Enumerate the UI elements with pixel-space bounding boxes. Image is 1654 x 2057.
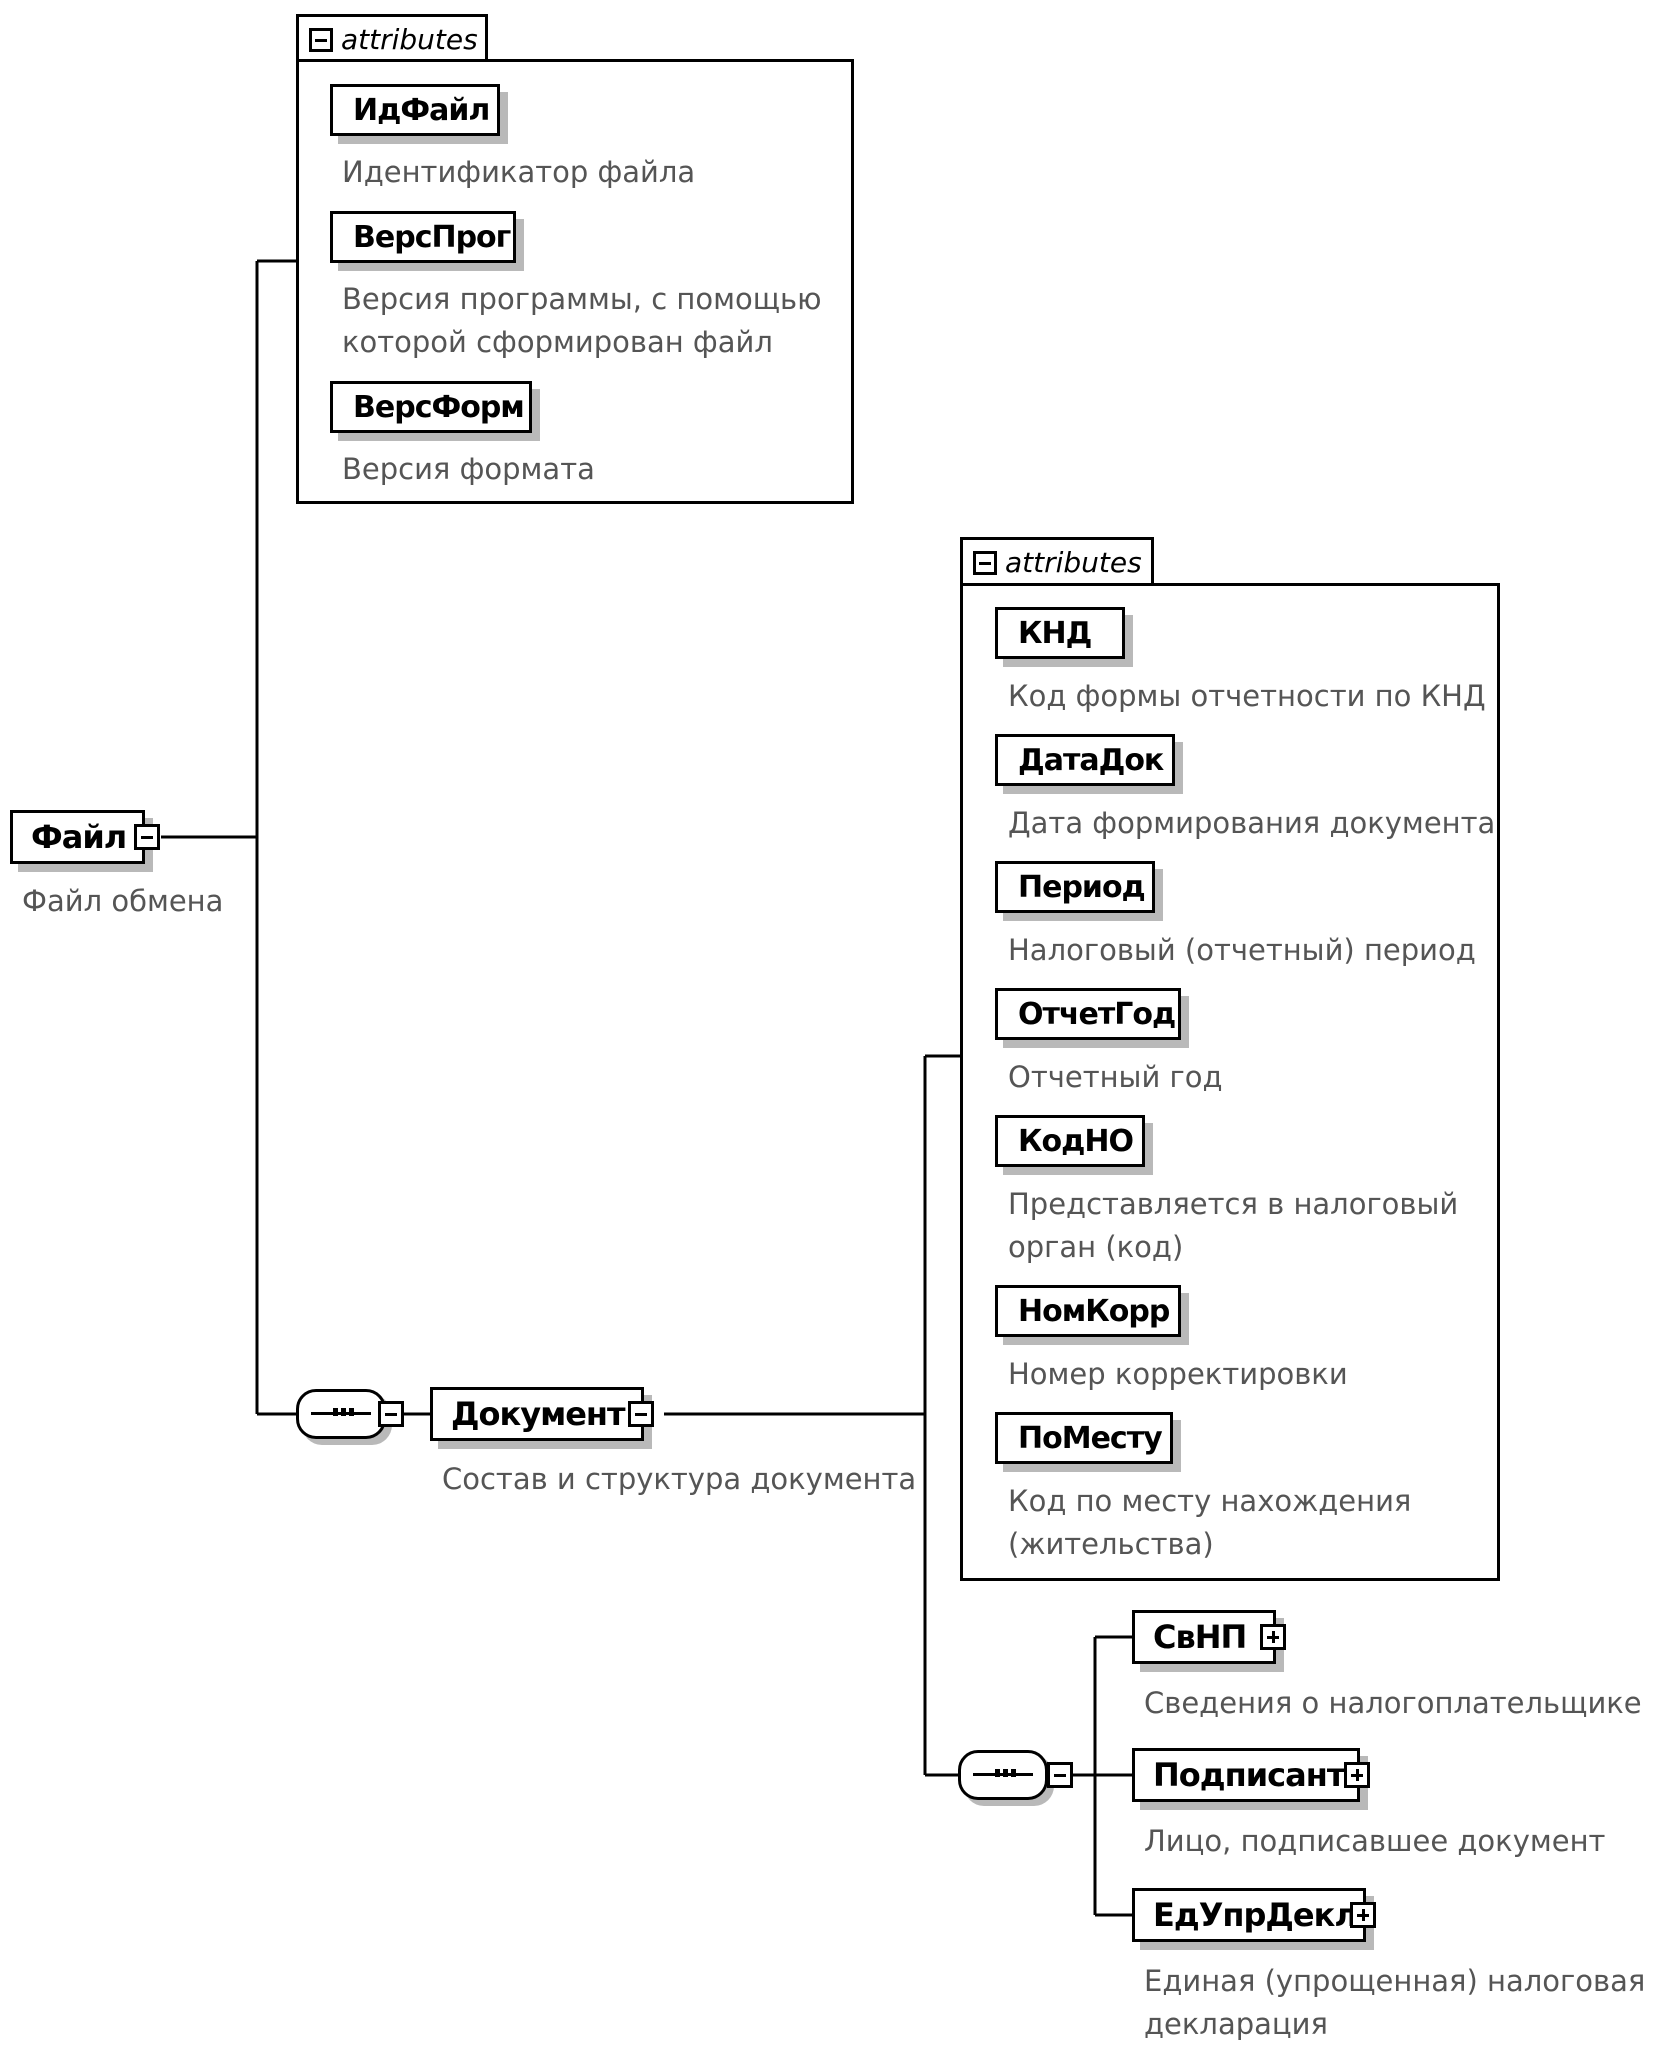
attribute-description: Отчетный год <box>1008 1060 1223 1094</box>
element-name: СвНП <box>1153 1618 1247 1656</box>
element-name: Подписант <box>1153 1756 1345 1794</box>
expand-icon[interactable] <box>1260 1624 1286 1650</box>
attributes-tab[interactable]: attributes <box>960 537 1154 585</box>
attribute-description: Код по месту нахождения (жительства) <box>1008 1484 1412 1561</box>
attribute-name: Период <box>1018 869 1146 905</box>
attribute-node[interactable]: ПоМесту <box>995 1412 1173 1464</box>
collapse-icon[interactable] <box>378 1401 404 1427</box>
attribute-description: Номер корректировки <box>1008 1357 1348 1391</box>
attribute-node[interactable]: ОтчетГод <box>995 988 1181 1040</box>
attribute-name: ИдФайл <box>353 92 490 128</box>
collapse-icon[interactable] <box>973 550 997 575</box>
attribute-node[interactable]: Период <box>995 861 1155 913</box>
attribute-name: ПоМесту <box>1018 1420 1163 1456</box>
collapse-icon[interactable] <box>1047 1762 1073 1788</box>
element-description: Файл обмена <box>22 884 224 918</box>
expand-icon[interactable] <box>1350 1902 1376 1928</box>
attribute-description: Дата формирования документа <box>1008 806 1496 840</box>
attribute-node[interactable]: КНД <box>995 607 1125 659</box>
element-name: Документ <box>451 1395 626 1433</box>
element-node-root[interactable]: Файл <box>10 810 145 864</box>
attribute-description: Представляется в налоговый орган (код) <box>1008 1187 1459 1264</box>
attribute-node[interactable]: НомКорр <box>995 1285 1181 1337</box>
element-description: Сведения о налогоплательщике <box>1144 1686 1642 1720</box>
attribute-node[interactable]: ИдФайл <box>330 84 500 136</box>
attribute-node[interactable]: ВерсПрог <box>330 211 516 263</box>
attribute-description: Налоговый (отчетный) период <box>1008 933 1476 967</box>
attribute-description: Версия программы, с помощью которой сфор… <box>342 282 822 359</box>
attribute-node[interactable]: КодНО <box>995 1115 1145 1167</box>
element-node-edupdekl[interactable]: ЕдУпрДекл <box>1132 1888 1366 1942</box>
sequence-compositor-icon <box>296 1389 386 1439</box>
attribute-description: Идентификатор файла <box>342 155 696 189</box>
attribute-name: КодНО <box>1018 1123 1134 1159</box>
attributes-label: attributes <box>341 23 478 56</box>
attribute-description: Версия формата <box>342 452 595 486</box>
attributes-label: attributes <box>1005 546 1142 579</box>
attribute-name: ДатаДок <box>1018 742 1164 778</box>
element-node-svnp[interactable]: СвНП <box>1132 1610 1276 1664</box>
attribute-name: НомКорр <box>1018 1293 1170 1329</box>
element-node-podpisant[interactable]: Подписант <box>1132 1748 1360 1802</box>
attributes-tab[interactable]: attributes <box>296 14 488 62</box>
element-description: Единая (упрощенная) налоговая декларация <box>1144 1964 1646 2041</box>
element-name: Файл <box>31 818 127 856</box>
sequence-compositor-icon <box>958 1750 1048 1800</box>
element-node-document[interactable]: Документ <box>430 1387 644 1441</box>
attribute-name: КНД <box>1018 615 1092 651</box>
attribute-name: ВерсФорм <box>353 389 525 425</box>
element-name: ЕдУпрДекл <box>1153 1896 1358 1934</box>
collapse-icon[interactable] <box>134 824 160 850</box>
attribute-description: Код формы отчетности по КНД <box>1008 679 1486 713</box>
attribute-node[interactable]: ДатаДок <box>995 734 1175 786</box>
element-description: Лицо, подписавшее документ <box>1144 1824 1606 1858</box>
attribute-name: ВерсПрог <box>353 219 511 255</box>
expand-icon[interactable] <box>1344 1762 1370 1788</box>
collapse-icon[interactable] <box>309 27 333 52</box>
attribute-node[interactable]: ВерсФорм <box>330 381 532 433</box>
element-description: Состав и структура документа <box>442 1462 917 1496</box>
collapse-icon[interactable] <box>628 1401 654 1427</box>
attribute-name: ОтчетГод <box>1018 996 1176 1032</box>
